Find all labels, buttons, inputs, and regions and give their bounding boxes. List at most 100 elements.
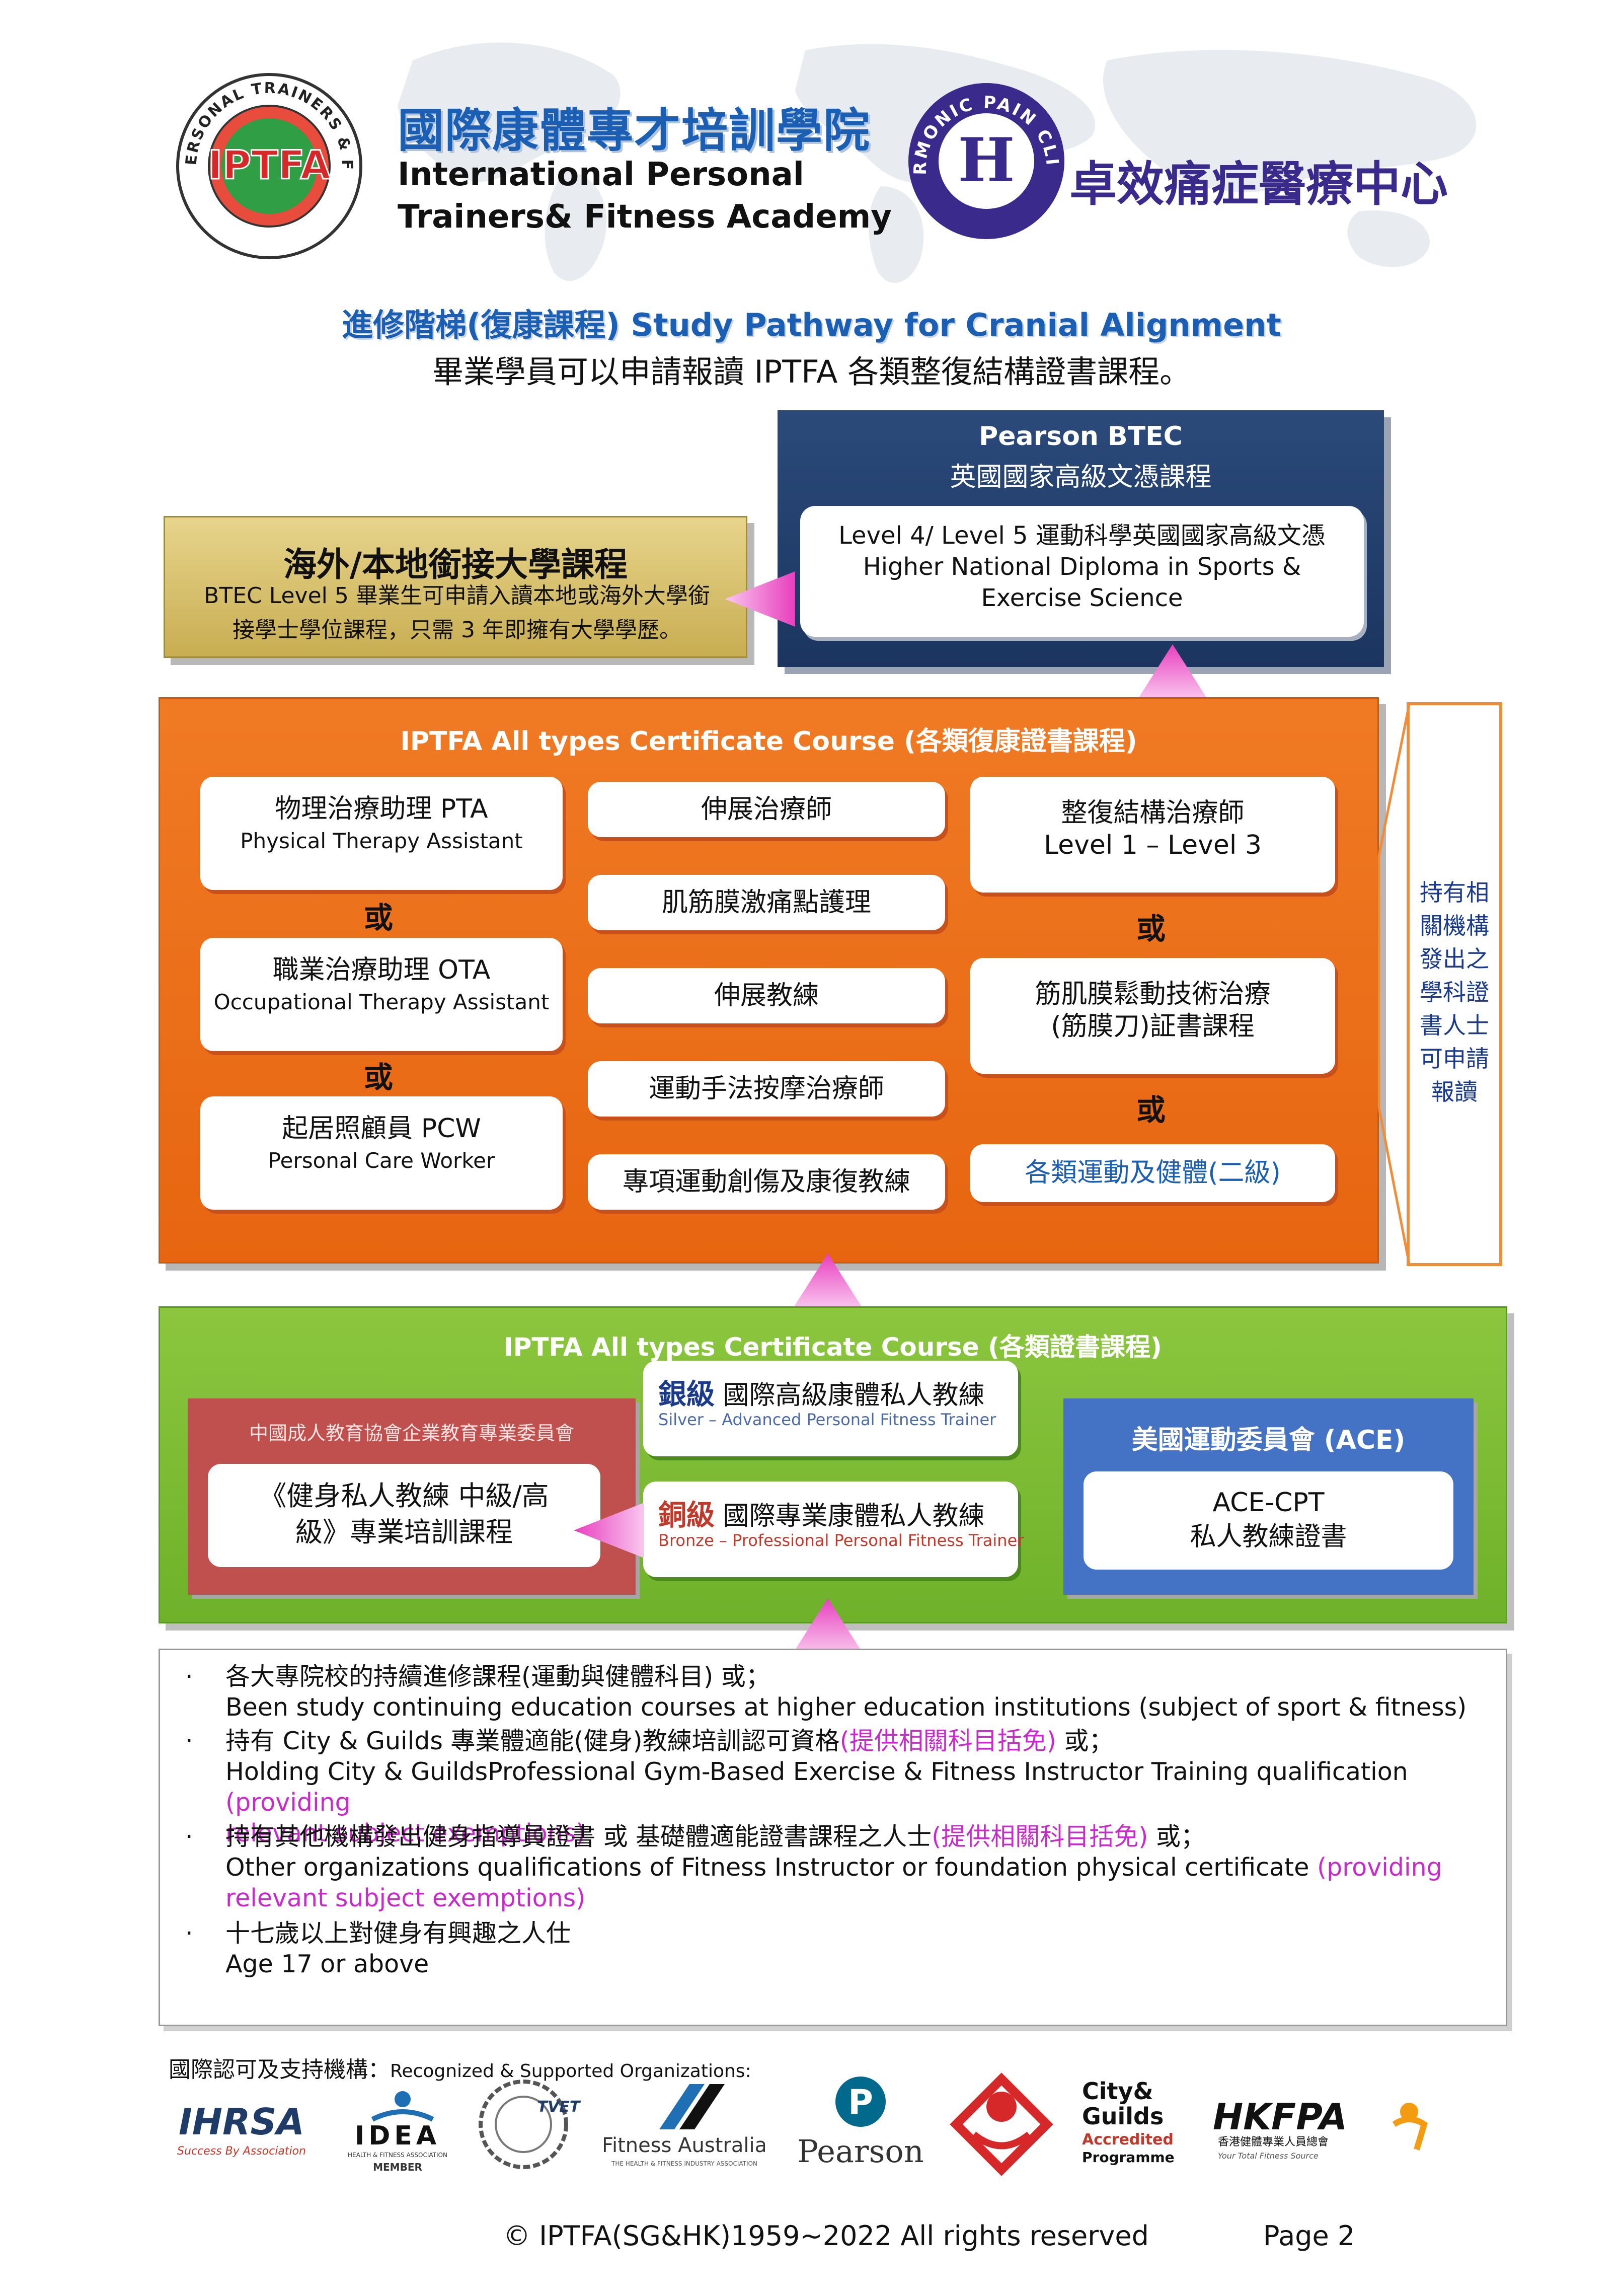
cg-line1: City& xyxy=(1082,2078,1153,2105)
copyright-notice: © IPTFA(SG&HK)1959~2022 All rights reser… xyxy=(503,2220,1149,2252)
university-line1: BTEC Level 5 畢業生可申請入讀本地或海外大學銜 xyxy=(204,583,710,609)
side-note-bracket xyxy=(1407,702,1502,1266)
requirement-zh: 各大專院校的持續進修課程(運動與健體科目) 或； xyxy=(225,1662,770,1691)
requirement-zh-tail: 或； xyxy=(1148,1822,1205,1851)
bronze-zh: 國際專業康體私人教練 xyxy=(715,1501,985,1531)
requirement-en-exemption: (providing xyxy=(225,1788,351,1817)
arrow-left-to-china-course xyxy=(574,1503,644,1558)
fascia-tool-line2: (筋膜刀)証書課程 xyxy=(1051,1011,1255,1042)
arrow-up-to-pearson xyxy=(1137,644,1208,700)
requirement-en: Holding City & GuildsProfessional Gym-Ba… xyxy=(225,1757,1408,1786)
bronze-trainer-box: 銅級 國際專業康體私人教練 Bronze – Professional Pers… xyxy=(643,1482,1024,1577)
pta-course-box: 物理治療助理 PTA Physical Therapy Assistant xyxy=(200,777,563,890)
red-diamond-logo xyxy=(950,2072,1053,2176)
iptfa-logo-mark: IPTFA xyxy=(208,143,331,188)
pta-zh: 物理治療助理 PTA xyxy=(275,794,488,824)
page-number: Page 2 xyxy=(1263,2220,1355,2252)
harmonic-pain-clinic-logo: HARMONIC PAIN CLINIC H xyxy=(906,81,1064,239)
side-note-line: 關機構 xyxy=(1420,912,1489,939)
university-title: 海外/本地銜接大學課程 xyxy=(283,545,628,584)
ota-zh: 職業治療助理 OTA xyxy=(272,955,491,985)
clinic-name-zh: 卓效痛症醫療中心 xyxy=(1069,157,1448,212)
sports-massage-therapist-box: 運動手法按摩治療師 xyxy=(588,1061,945,1117)
or-label: 或 xyxy=(364,1060,394,1094)
requirement-en-exemption-cont: relevant subject exemptions) xyxy=(225,1884,586,1912)
silver-tag: 銀級 xyxy=(658,1378,715,1411)
pearson-title-zh: 英國國家高級文憑課程 xyxy=(950,462,1212,492)
silver-zh: 國際高級康體私人教練 xyxy=(715,1380,985,1411)
academy-name-en: International Personal Trainers& Fitness… xyxy=(398,154,892,238)
side-note-line: 報讀 xyxy=(1431,1078,1478,1105)
or-label: 或 xyxy=(364,901,394,935)
fitness-australia-logo: Fitness Australia THE HEALTH & FITNESS I… xyxy=(604,2084,765,2167)
side-note-line: 發出之 xyxy=(1420,945,1489,973)
side-note-text: 持有相 關機構 發出之 學科證 書人士 可申請 報讀 xyxy=(1409,876,1500,1108)
ace-title: 美國運動委員會 (ACE) xyxy=(1131,1425,1406,1455)
page-subtitle: 畢業學員可以申請報讀 IPTFA 各類整復結構證書課程。 xyxy=(432,353,1191,390)
fitness-australia-subtitle: THE HEALTH & FITNESS INDUSTRY ASSOCIATIO… xyxy=(611,2160,757,2167)
requirement-en: Been study continuing education courses … xyxy=(225,1693,1467,1722)
idea-member: MEMBER xyxy=(373,2161,422,2173)
harmonic-logo-mark: H xyxy=(958,125,1015,196)
bullet: · xyxy=(185,1662,193,1691)
university-line2: 接學士學位課程，只需 3 年即擁有大學學歷。 xyxy=(233,617,681,643)
cg-line3: Accredited xyxy=(1082,2131,1174,2149)
pearson-logo-mark: P xyxy=(848,2083,873,2122)
fascia-tool-line1: 筋肌膜鬆動技術治療 xyxy=(1035,979,1271,1009)
pcw-zh: 起居照顧員 PCW xyxy=(282,1114,481,1144)
fitness-certificate-panel: IPTFA All types Certificate Course (各類證書… xyxy=(159,1306,1507,1623)
requirement-zh-exemption: (提供相關科目括免) xyxy=(932,1822,1148,1851)
fitness-panel-title: IPTFA All types Certificate Course (各類證書… xyxy=(504,1332,1162,1362)
ota-en: Occupational Therapy Assistant xyxy=(213,990,550,1014)
or-label: 或 xyxy=(1136,1093,1166,1127)
cg-line4: Programme xyxy=(1082,2149,1175,2166)
page-title: 進修階梯(復康課程) Study Pathway for Cranial Ali… xyxy=(342,307,1281,343)
requirement-zh: 持有 City & Guilds 專業體適能(健身)教練培訓認可資格 xyxy=(225,1727,840,1755)
or-label: 或 xyxy=(1136,912,1166,946)
requirement-zh: 持有其他機構發出健身指導員證書 或 基礎體適能證書課程之人士 xyxy=(225,1822,932,1851)
pta-en: Physical Therapy Assistant xyxy=(240,829,523,853)
pearson-logo: P Pearson xyxy=(797,2077,924,2170)
bullet: · xyxy=(185,1919,193,1948)
side-note-line: 可申請 xyxy=(1420,1045,1489,1072)
arrow-up-to-rehab xyxy=(793,1253,863,1309)
china-org-name: 中國成人教育協會企業教育專業委員會 xyxy=(249,1422,574,1444)
ace-cpt-line1: ACE-CPT xyxy=(1212,1488,1325,1518)
ota-course-box: 職業治療助理 OTA Occupational Therapy Assistan… xyxy=(200,938,563,1051)
myofascial-trigger-point-box: 肌筋膜激痛點護理 xyxy=(588,875,945,930)
idea-logo-text: IDEA xyxy=(355,2121,440,2151)
stretch-therapist-box: 伸展治療師 xyxy=(588,782,945,837)
tvet-logo-text: TVET xyxy=(537,2098,581,2116)
pcw-course-box: 起居照顧員 PCW Personal Care Worker xyxy=(200,1096,563,1210)
silver-en: Silver – Advanced Personal Fitness Train… xyxy=(658,1410,996,1429)
ace-cpt-box: ACE-CPT 私人教練證書 xyxy=(1084,1471,1453,1570)
university-description: BTEC Level 5 畢業生可申請入讀本地或海外大學銜 接學士學位課程，只需… xyxy=(180,579,734,647)
organizations-title-zh: 國際認可及支持機構： xyxy=(169,2057,390,2083)
iptfa-logo: INTERNATIONAL PERSONAL TRAINERS & FITNES… xyxy=(174,70,362,259)
cg-line2: Guilds xyxy=(1082,2103,1164,2130)
sports-injury-rehab-coach-box: 專項運動創傷及康復教練 xyxy=(588,1154,945,1210)
ihrsa-logo: IHRSA Success By Association xyxy=(177,2101,306,2158)
structural-therapist-box: 整復結構治療師 Level 1 – Level 3 xyxy=(970,777,1335,893)
city-and-guilds-logo: City& Guilds Accredited Programme xyxy=(1082,2078,1175,2166)
bronze-tag: 銅級 xyxy=(658,1499,715,1532)
bracket-connector xyxy=(1377,705,1411,1264)
requirement-zh-tail: 或； xyxy=(1056,1727,1114,1755)
requirement-zh: 十七歲以上對健身有興趣之人仕 xyxy=(225,1919,571,1948)
hkfpa-zh: 香港健體專業人員總會 xyxy=(1218,2136,1329,2149)
hkfpa-tagline: Your Total Fitness Source xyxy=(1218,2151,1319,2161)
hnd-course-box: Level 4/ Level 5 運動科學英國國家高級文憑 Higher Nat… xyxy=(800,506,1364,637)
hnd-line1: Level 4/ Level 5 運動科學英國國家高級文憑 xyxy=(838,522,1326,550)
china-course-box: 《健身私人教練 中級/高 級》專業培訓課程 xyxy=(208,1464,600,1567)
entry-requirements-box: · 各大專院校的持續進修課程(運動與健體科目) 或； Been study co… xyxy=(159,1649,1507,2026)
pcw-en: Personal Care Worker xyxy=(268,1148,495,1173)
fitness-australia-text: Fitness Australia xyxy=(604,2134,765,2157)
requirement-item: · 持有 City & Guilds 專業體適能(健身)教練培訓認可資格(提供相… xyxy=(185,1726,1484,1848)
ace-cpt-line2: 私人教練證書 xyxy=(1190,1522,1347,1552)
requirement-en-exemption-cont: relevant subject exemptions) xyxy=(225,1819,586,1847)
requirement-en: Age 17 or above xyxy=(225,1950,429,1978)
requirement-zh-exemption: (提供相關科目括免) xyxy=(839,1727,1056,1755)
rehab-panel-title: IPTFA All types Certificate Course (各類復康… xyxy=(400,726,1137,757)
hnd-line3: Exercise Science xyxy=(981,584,1183,612)
pearson-title-en: Pearson BTEC xyxy=(979,421,1183,452)
